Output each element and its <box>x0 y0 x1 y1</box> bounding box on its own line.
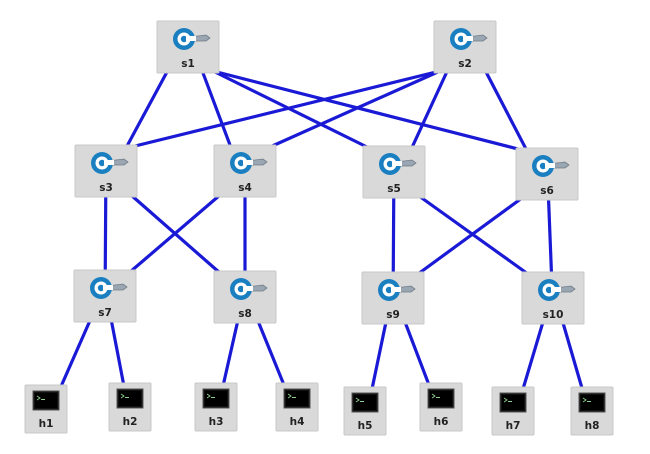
node-label: h4 <box>290 416 305 428</box>
host-terminal-icon <box>202 388 230 409</box>
link-s7-h1 <box>59 318 92 389</box>
node-label: s8 <box>238 308 252 320</box>
link-s9-h6 <box>403 320 431 387</box>
link-s4-s7 <box>128 193 222 274</box>
link-s1-s5 <box>211 69 371 150</box>
node-label: s9 <box>386 309 400 321</box>
links-layer <box>59 69 584 391</box>
link-s9-h5 <box>370 320 388 391</box>
host-node-h3[interactable]: h3 <box>194 382 238 432</box>
node-label: h3 <box>209 416 224 428</box>
host-node-h8[interactable]: h8 <box>570 386 614 436</box>
host-node-h6[interactable]: h6 <box>419 382 463 432</box>
link-s1-s4 <box>200 69 233 149</box>
switch-node-s5[interactable]: s5 <box>362 145 426 199</box>
link-s2-s5 <box>410 69 449 150</box>
host-node-h5[interactable]: h5 <box>343 386 387 436</box>
switch-icon <box>230 278 268 300</box>
host-terminal-icon <box>283 388 311 409</box>
host-terminal-icon <box>578 392 606 413</box>
node-label: s6 <box>540 185 554 197</box>
node-label: h6 <box>434 416 449 428</box>
switch-node-s8[interactable]: s8 <box>213 270 277 324</box>
host-terminal-icon <box>499 392 527 413</box>
node-label: h2 <box>123 416 138 428</box>
host-node-h1[interactable]: h1 <box>24 384 68 434</box>
link-s2-s4 <box>268 69 442 149</box>
host-terminal-icon <box>427 388 455 409</box>
link-s2-s3 <box>129 69 442 149</box>
host-node-h2[interactable]: h2 <box>108 382 152 432</box>
link-s1-s3 <box>124 69 170 149</box>
node-label: s4 <box>238 182 252 194</box>
node-label: h5 <box>358 420 373 432</box>
link-s1-s6 <box>211 69 524 152</box>
link-s2-s6 <box>483 69 529 152</box>
switch-node-s1[interactable]: s1 <box>156 20 220 74</box>
nodes-layer: s1 s2 s3 s4 s5 s6 s7 s8 s9 s10 h1 h2 h3 h4 h5 h6 h7 h8 <box>24 20 614 436</box>
switch-icon <box>230 152 268 174</box>
switch-node-s10[interactable]: s10 <box>521 271 585 325</box>
switch-node-s6[interactable]: s6 <box>515 147 579 201</box>
host-terminal-icon <box>116 388 144 409</box>
node-label: h8 <box>585 420 600 432</box>
switch-node-s3[interactable]: s3 <box>74 144 138 198</box>
host-node-h7[interactable]: h7 <box>491 386 535 436</box>
link-s6-s10 <box>546 196 554 276</box>
link-s3-s7 <box>103 193 108 274</box>
link-s10-h7 <box>521 320 545 391</box>
switch-icon <box>90 277 128 299</box>
node-label: s10 <box>543 309 564 321</box>
switch-icon <box>538 279 576 301</box>
switch-icon <box>378 279 416 301</box>
switch-node-s7[interactable]: s7 <box>73 269 137 323</box>
host-terminal-icon <box>32 390 60 411</box>
switch-icon <box>379 153 417 175</box>
link-s5-s9 <box>391 194 396 276</box>
switch-icon <box>91 152 129 174</box>
switch-node-s4[interactable]: s4 <box>213 144 277 198</box>
node-label: s7 <box>98 307 112 319</box>
node-label: s2 <box>458 58 472 70</box>
link-s10-h8 <box>561 320 584 391</box>
switch-icon <box>173 28 211 50</box>
switch-node-s2[interactable]: s2 <box>433 20 497 74</box>
node-label: s5 <box>387 183 401 195</box>
host-terminal-icon <box>351 392 379 413</box>
link-s7-h2 <box>109 318 126 387</box>
node-label: h7 <box>506 420 521 432</box>
node-label: s3 <box>99 182 113 194</box>
switch-node-s9[interactable]: s9 <box>361 271 425 325</box>
node-label: s1 <box>181 58 195 70</box>
link-s8-h4 <box>256 319 286 387</box>
switch-icon <box>532 155 570 177</box>
link-s8-h3 <box>221 319 240 387</box>
node-label: h1 <box>39 418 54 430</box>
switch-icon <box>450 28 488 50</box>
link-s6-s9 <box>416 196 524 276</box>
host-node-h4[interactable]: h4 <box>275 382 319 432</box>
